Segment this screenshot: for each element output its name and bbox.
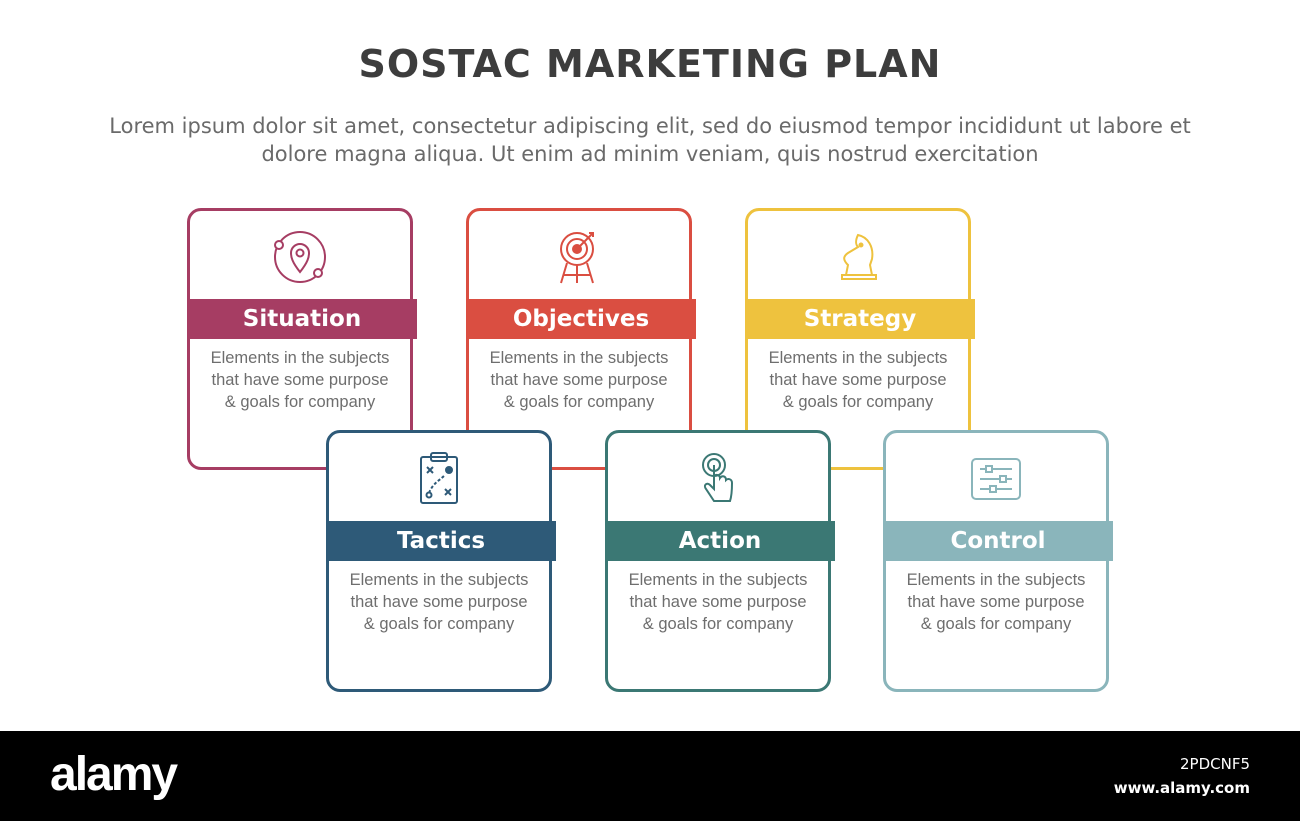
card-tactics-description: Elements in the subjects that have some …: [349, 571, 529, 633]
card-situation: Situation Elements in the subjects that …: [187, 208, 417, 470]
card-control: Control Elements in the subjects that ha…: [883, 430, 1113, 692]
page-title: SOSTAC MARKETING PLAN: [358, 42, 942, 86]
watermark-footer: alamy 2PDCNF5 www.alamy.com: [0, 731, 1300, 821]
card-strategy-label: Strategy: [745, 299, 975, 339]
page-subtitle: Lorem ipsum dolor sit amet, consectetur …: [109, 114, 1191, 166]
card-action: Action Elements in the subjects that hav…: [605, 430, 835, 692]
card-objectives-label: Objectives: [466, 299, 696, 339]
card-situation-label: Situation: [187, 299, 417, 339]
sliders-icon: [886, 447, 1106, 511]
image-code: 2PDCNF5: [1179, 755, 1250, 773]
card-objectives: Objectives Elements in the subjects that…: [466, 208, 696, 470]
card-situation-description: Elements in the subjects that have some …: [210, 349, 390, 411]
clipboard-plan-icon: [329, 447, 549, 511]
card-control-description: Elements in the subjects that have some …: [906, 571, 1086, 633]
hand-tap-icon: [608, 447, 828, 511]
site-url: www.alamy.com: [1113, 779, 1250, 797]
card-action-label: Action: [605, 521, 835, 561]
card-tactics: Tactics Elements in the subjects that ha…: [326, 430, 556, 692]
card-action-description: Elements in the subjects that have some …: [628, 571, 808, 633]
chess-knight-icon: [748, 225, 968, 289]
card-strategy: Strategy Elements in the subjects that h…: [745, 208, 975, 470]
card-tactics-label: Tactics: [326, 521, 556, 561]
location-orbit-icon: [190, 225, 410, 289]
card-objectives-description: Elements in the subjects that have some …: [489, 349, 669, 411]
card-strategy-description: Elements in the subjects that have some …: [768, 349, 948, 411]
target-easel-icon: [469, 225, 689, 289]
card-control-label: Control: [883, 521, 1113, 561]
alamy-logo: alamy: [50, 748, 178, 801]
